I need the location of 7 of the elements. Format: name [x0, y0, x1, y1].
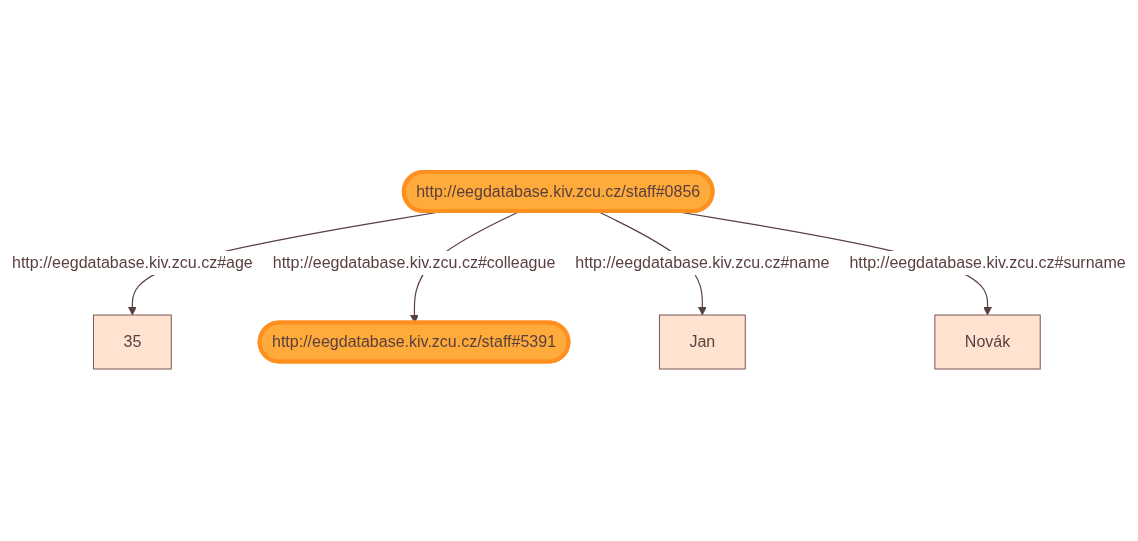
edge-label: http://eegdatabase.kiv.zcu.cz#name [575, 254, 830, 271]
node-box: 35 [93, 314, 172, 370]
node-box: Novák [934, 314, 1041, 370]
edge-label: http://eegdatabase.kiv.zcu.cz#surname [849, 254, 1126, 271]
edge-label: http://eegdatabase.kiv.zcu.cz#age [12, 254, 253, 271]
node-box: Jan [659, 314, 746, 370]
edge-label: http://eegdatabase.kiv.zcu.cz#colleague [272, 254, 556, 271]
